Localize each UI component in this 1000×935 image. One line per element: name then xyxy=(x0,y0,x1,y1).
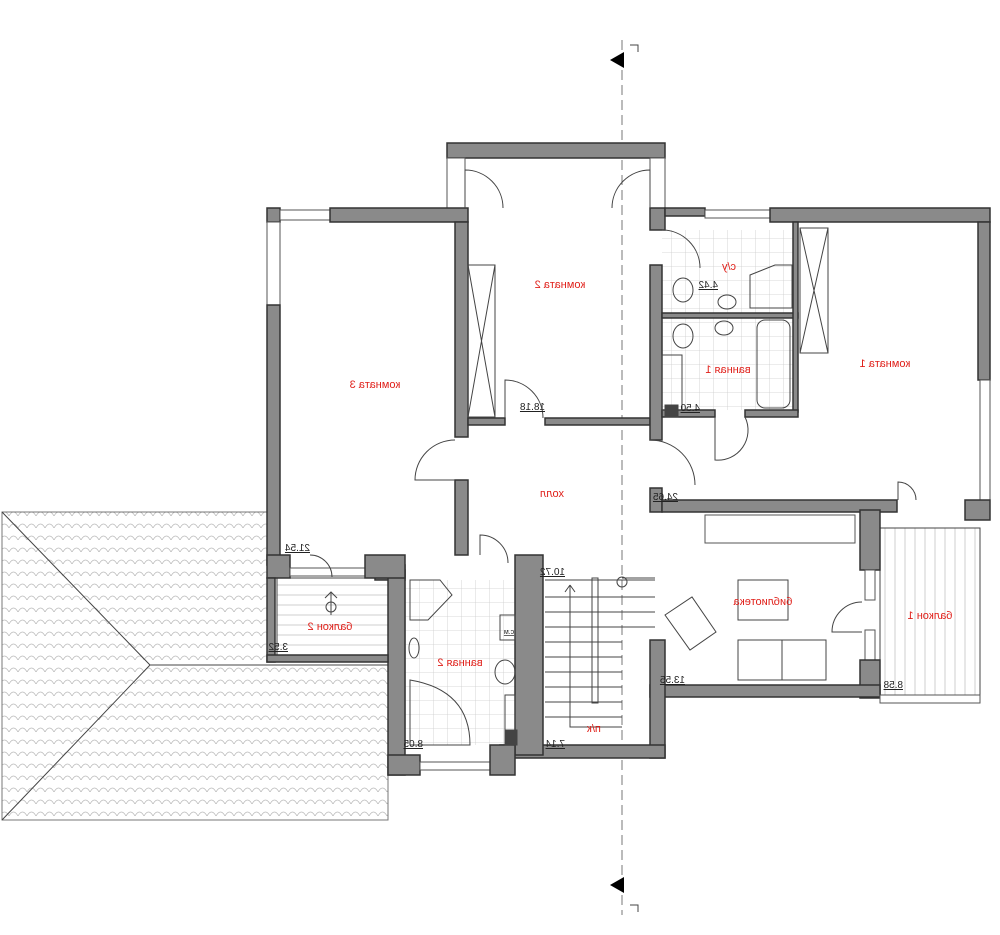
label-library: библиотека xyxy=(733,596,793,608)
label-bath2: ванная 2 xyxy=(437,657,482,669)
label-balcony1: балкон 1 xyxy=(908,610,953,622)
section-arrow-icon xyxy=(610,52,624,68)
room-labels: комната 1 комната 2 комната 3 с/у ванная… xyxy=(268,261,952,750)
roof xyxy=(1,511,389,821)
label-room3: комната 3 xyxy=(350,379,401,391)
area-library: 13.55 xyxy=(660,675,685,686)
bath1-floor xyxy=(662,318,793,410)
label-wc: с/у xyxy=(721,261,736,273)
area-room2: 18.18 xyxy=(520,402,545,413)
label-balcony2: балкон 2 xyxy=(308,621,353,633)
label-room1: комната 1 xyxy=(860,358,911,370)
label-stairs: п/к xyxy=(587,723,601,735)
staircase xyxy=(545,576,655,728)
area-room3: 21.54 xyxy=(285,543,310,554)
label-room2: комната 2 xyxy=(535,279,586,291)
area-room1: 24.65 xyxy=(653,492,678,503)
area-stairs: 7.14 xyxy=(545,739,565,750)
section-arrow-icon xyxy=(610,877,624,893)
doors xyxy=(309,169,917,633)
area-balcony1: 8.58 xyxy=(883,680,903,691)
area-wc: 4.42 xyxy=(698,280,718,291)
label-bath1: ванная 1 xyxy=(705,364,750,376)
area-bath1: 4.50 xyxy=(680,403,700,414)
area-bath2: 8.05 xyxy=(403,739,423,750)
area-balcony2: 3.52 xyxy=(268,642,288,653)
furniture xyxy=(324,227,829,746)
section-line xyxy=(610,40,639,915)
wc-floor xyxy=(662,230,793,313)
balcony2-floor xyxy=(276,577,389,656)
area-hall: 10.72 xyxy=(540,567,565,578)
walls xyxy=(266,142,991,776)
bath2-floor xyxy=(405,580,515,745)
label-hall: холл xyxy=(540,488,564,500)
label-washer: с.м xyxy=(504,629,514,636)
